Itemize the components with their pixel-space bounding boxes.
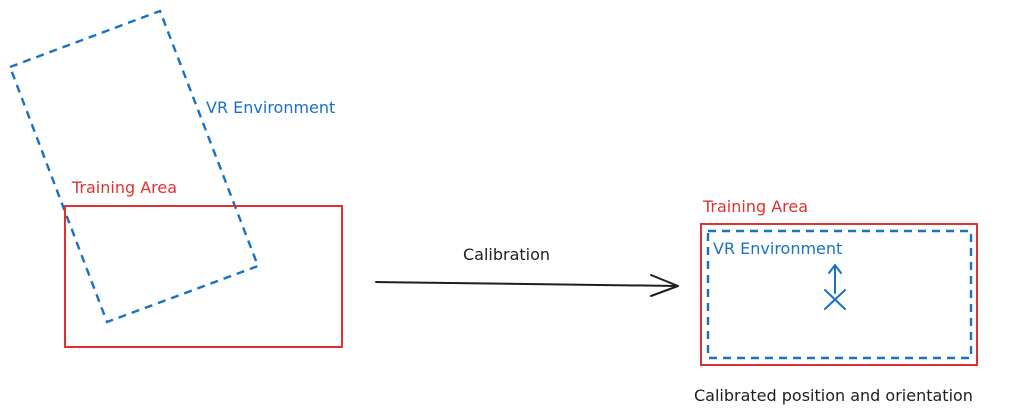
training-area-label: Training Area bbox=[71, 178, 177, 197]
after-calibration-group: Training Area VR Environment Calibrated … bbox=[694, 197, 978, 405]
calibrated-training-area-boundary bbox=[700, 223, 978, 366]
training-area-boundary bbox=[64, 205, 343, 348]
calibrated-caption: Calibrated position and orientation bbox=[694, 386, 973, 405]
vr-environment-rotated-boundary bbox=[8, 9, 260, 324]
calibration-transition: Calibration bbox=[375, 245, 679, 297]
before-calibration-group: VR Environment Training Area bbox=[8, 9, 343, 348]
calibrated-training-area-label: Training Area bbox=[702, 197, 808, 216]
vr-environment-label: VR Environment bbox=[206, 98, 335, 117]
calibrated-vr-environment-label: VR Environment bbox=[713, 239, 842, 258]
calibrated-vr-environment-boundary bbox=[706, 229, 973, 360]
calibration-arrow-shaft bbox=[375, 281, 679, 287]
cross-icon bbox=[824, 289, 846, 310]
up-arrow-icon bbox=[828, 264, 842, 294]
calibration-label: Calibration bbox=[463, 245, 550, 264]
calibration-arrow-icon bbox=[650, 274, 679, 297]
